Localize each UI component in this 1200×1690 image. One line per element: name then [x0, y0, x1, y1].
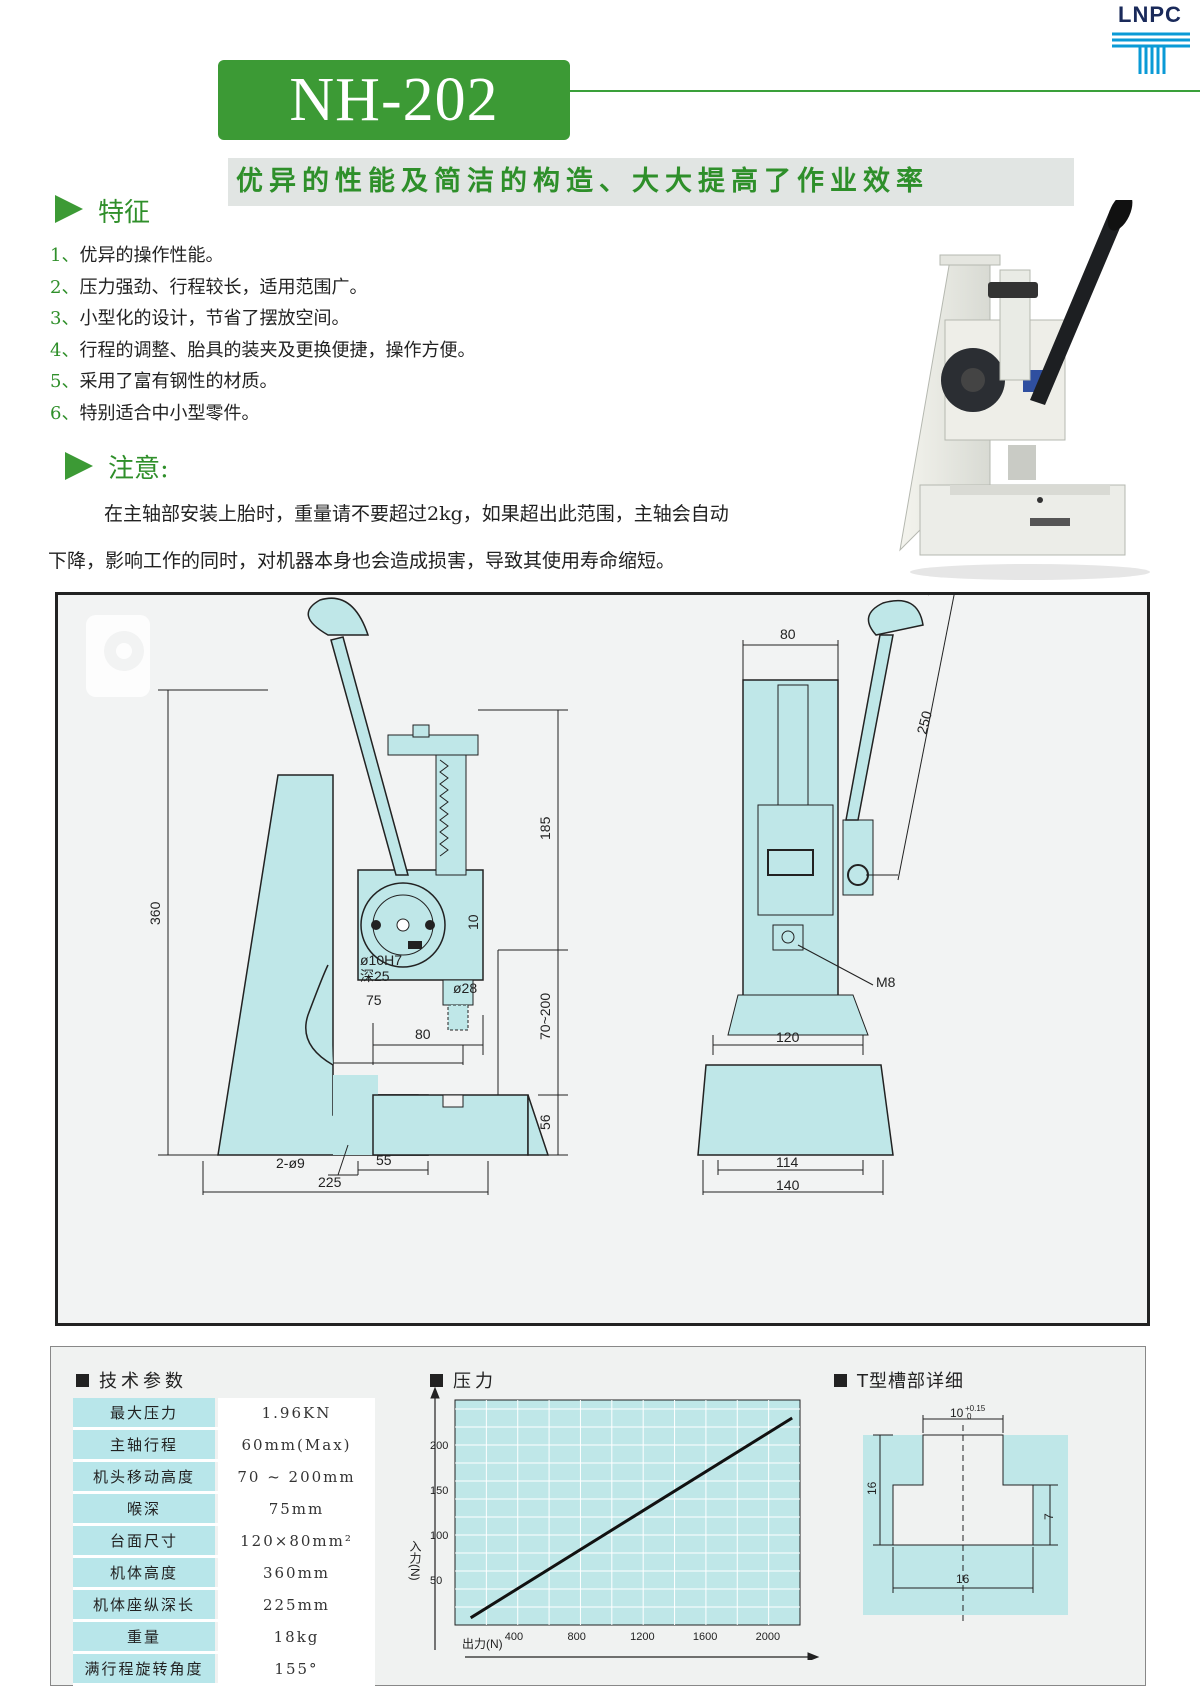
chart-y-tick: 200 — [430, 1440, 448, 1452]
chart-x-tick: 1600 — [693, 1631, 717, 1643]
tslot-title-text: T型槽部详细 — [857, 1371, 964, 1392]
chart-y-arrow-icon — [430, 1386, 440, 1399]
chart-x-arrow-icon — [807, 1652, 820, 1660]
chart-title-text: 压力 — [453, 1371, 497, 1392]
dim-base-w-label: 140 — [776, 1177, 800, 1193]
features-list: 1、优异的操作性能。 2、压力强劲、行程较长，适用范围广。 3、小型化的设计，节… — [50, 241, 850, 430]
tslot-tol-plus: +0.15 — [965, 1404, 986, 1413]
dim-depth-label: 深25 — [360, 968, 390, 984]
chart-ylabel: 入力(N) — [408, 1540, 422, 1581]
square-bullet-icon — [834, 1373, 847, 1387]
notice-line-2: 下降，影响工作的同时，对机器本身也会造成损害，导致其使用寿命缩短。 — [48, 550, 676, 572]
product-photo — [899, 200, 1150, 580]
chart-y-tick: 50 — [430, 1575, 442, 1587]
tslot-drawing: 10 +0.15 0 16 7 16 — [863, 1404, 1068, 1625]
dim-lever-label: 250 — [913, 709, 935, 736]
dim-table-label: 80 — [415, 1026, 431, 1042]
model-title: NH-202 — [218, 60, 570, 140]
drawing-frame — [55, 592, 1150, 1326]
chart-x-tick: 1200 — [630, 1631, 654, 1643]
tslot-tol-zero: 0 — [967, 1412, 972, 1421]
feature-item: 6、特别适合中小型零件。 — [50, 402, 260, 424]
slogan: 优异的性能及简洁的构造、大大提高了作业效率 — [228, 158, 1074, 206]
chart-xlabel: 出力(N) — [462, 1637, 503, 1651]
chart-y-tick: 100 — [430, 1530, 448, 1542]
features-heading: 特征 — [98, 198, 151, 228]
tslot-height-label: 16 — [865, 1481, 879, 1495]
spec-title: 技术参数 — [76, 1367, 187, 1393]
feature-item: 5、采用了富有钢性的材质。 — [50, 371, 278, 392]
tslot-bottom-label: 16 — [956, 1572, 970, 1586]
dim-table-w-label: 120 — [776, 1029, 800, 1045]
chart-y-tick: 150 — [430, 1485, 448, 1497]
pressure-chart: 400 800 1200 1600 2000 50 100 150 200 入力(N) 出力(N… — [408, 1386, 820, 1660]
dim-hole-label: ø10H7 — [360, 952, 402, 968]
bullet-triangle-icon — [65, 452, 93, 480]
dim-length-label: 225 — [318, 1174, 342, 1190]
tslot-neck-label: 7 — [1042, 1513, 1056, 1520]
technical-drawing: 360 185 70~200 56 10 ø10H7 深25 ø28 75 80… — [86, 595, 955, 1195]
feature-item: 1、优异的操作性能。 — [50, 245, 224, 266]
chart-x-tick: 2000 — [756, 1631, 780, 1643]
feature-item: 4、行程的调整、胎具的装夹及更换便捷，操作方便。 — [50, 339, 476, 361]
dim-stroke-label: 70~200 — [537, 993, 553, 1040]
dim-d28-label: ø28 — [453, 980, 477, 996]
dim-base-label: 56 — [537, 1114, 553, 1130]
dim-holes-label: 2-ø9 — [276, 1155, 305, 1171]
brand-logo-icon — [1112, 32, 1190, 74]
tslot-title: T型槽部详细 — [834, 1367, 964, 1393]
chart-title: 压力 — [430, 1367, 497, 1393]
chart-x-tick: 400 — [505, 1631, 523, 1643]
bullet-triangle-icon — [55, 195, 83, 223]
dim-10-label: 10 — [465, 914, 481, 930]
notice-heading: 注意: — [108, 454, 169, 484]
header-rule — [568, 90, 1200, 92]
chart-plot-area — [454, 1399, 801, 1626]
dim-upper-label: 185 — [537, 816, 553, 840]
dim-base-in-label: 114 — [776, 1154, 799, 1170]
chart-x-tick: 800 — [567, 1631, 585, 1643]
feature-item: 2、压力强劲、行程较长，适用范围广。 — [50, 276, 368, 298]
square-bullet-icon — [76, 1373, 89, 1387]
brand-logo-text: LNPC — [1118, 2, 1182, 27]
dim-height-label: 360 — [147, 901, 163, 925]
spec-title-text: 技术参数 — [99, 1371, 187, 1392]
dim-m8-label: M8 — [876, 974, 896, 990]
feature-item: 3、小型化的设计，节省了摆放空间。 — [50, 308, 350, 329]
watermark-icon — [86, 615, 150, 697]
dim-throat-label: 75 — [366, 992, 382, 1008]
chart-series-line — [469, 1416, 793, 1620]
dim-front-width-label: 80 — [780, 626, 796, 642]
notice-line-1: 在主轴部安装上胎时，重量请不要超过2kg，如果超出此范围，主轴会自动 — [104, 503, 729, 525]
tslot-top-label: 10 — [950, 1406, 964, 1420]
dim-55-label: 55 — [376, 1152, 392, 1168]
square-bullet-icon — [430, 1373, 443, 1387]
